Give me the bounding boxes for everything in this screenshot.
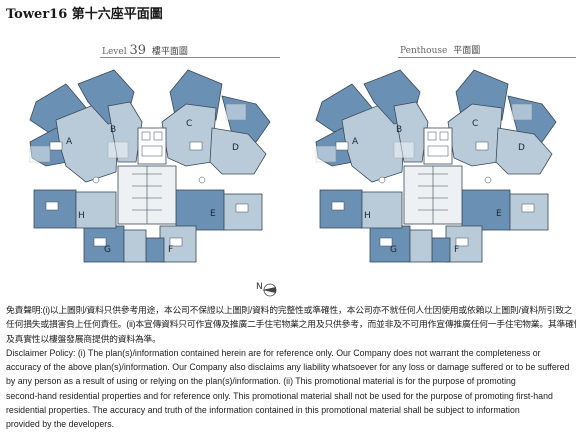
floor-plan-penthouse: A B C D E F G H: [315, 69, 557, 263]
unit-f-room: [431, 237, 451, 263]
unit-label-e: E: [496, 209, 502, 219]
unit-label-e: E: [210, 209, 216, 219]
building-logo-icon: [107, 141, 129, 159]
unit-label-b: B: [396, 125, 402, 135]
floor-plan-drawing: [29, 69, 271, 263]
unit-label-c: C: [472, 119, 478, 129]
unit-labels: A B C D E F G H: [66, 119, 239, 255]
disclaimer-en-line: by any person as a result of using or re…: [6, 376, 516, 387]
unit-label-d: D: [518, 143, 525, 153]
unit-d-room: [507, 95, 557, 143]
unit-h-room: [75, 191, 117, 229]
unit-label-a: A: [66, 137, 73, 147]
unit-label-h: H: [78, 211, 85, 221]
unit-e-room: [175, 189, 225, 231]
plan-heading-cn: 平面圖: [453, 46, 481, 56]
floor-plan-drawing: [315, 69, 557, 263]
unit-label-d: D: [232, 143, 239, 153]
disclaimer-en-line: second-hand residential properties and f…: [6, 390, 553, 401]
unit-label-b: B: [110, 125, 116, 135]
disclaimer-en-line: residential properties. The accuracy and…: [6, 405, 520, 416]
plan-heading-level-39: Level 39 樓平面圖: [102, 43, 188, 58]
plan-heading-penthouse: Penthouse 平面圖: [400, 43, 480, 56]
unit-label-a: A: [352, 137, 359, 147]
disclaimer-en-line: Disclaimer Policy: (i) The plan(s)/infor…: [6, 347, 541, 358]
page-title: Tower16 第十六座平面圖: [6, 7, 163, 22]
plan-heading-rule: [398, 57, 576, 58]
building-logo-icon: [315, 145, 337, 163]
plan-heading-prefix: Level: [102, 47, 127, 57]
disclaimer-cn-line: 免責聲明:(i)以上圖則/資料只供參考用途，本公司不保證以上圖則/資料的完整性或…: [6, 305, 573, 315]
unit-c-room: [447, 103, 503, 167]
disclaimer: 免責聲明:(i)以上圖則/資料只供參考用途，本公司不保證以上圖則/資料的完整性或…: [6, 303, 576, 432]
north-label: N: [256, 282, 263, 292]
plan-heading-number: 39: [129, 43, 147, 58]
building-logo-icon: [225, 103, 247, 121]
plan-heading-rule: [100, 57, 280, 58]
unit-c-room: [161, 103, 217, 167]
disclaimer-en-line: accuracy of the above plan(s)/informatio…: [6, 362, 570, 373]
unit-g-room: [409, 229, 433, 263]
unit-label-h: H: [364, 211, 371, 221]
disclaimer-en-line: provided by the developers.: [6, 419, 115, 430]
unit-labels: A B C D E F G H: [352, 119, 525, 255]
unit-d-room: [495, 127, 553, 175]
building-logo-icon: [393, 141, 415, 159]
unit-e-room: [223, 193, 263, 231]
watermark-stamps: [315, 103, 533, 163]
plan-heading-prefix: Penthouse: [400, 46, 448, 56]
unit-label-g: G: [390, 245, 397, 255]
unit-e-room: [461, 189, 511, 231]
watermark-stamps: [29, 103, 247, 163]
north-arrow-icon: [262, 283, 277, 297]
unit-f-room: [145, 237, 165, 263]
floor-plan-level-39: A B C D E F G H: [29, 69, 271, 263]
building-logo-icon: [29, 145, 51, 163]
unit-label-c: C: [186, 119, 192, 129]
plan-heading-cn: 樓平面圖: [151, 47, 188, 57]
unit-label-g: G: [104, 245, 111, 255]
unit-label-f: F: [454, 245, 459, 255]
unit-g-room: [123, 229, 147, 263]
disclaimer-cn-line: 及真實性以樓盤發展商提供的資料為準。: [6, 333, 161, 344]
unit-d-room: [209, 127, 267, 175]
unit-label-f: F: [168, 245, 173, 255]
unit-h-room: [361, 191, 403, 229]
unit-d-room: [221, 95, 271, 143]
building-logo-icon: [511, 103, 533, 121]
disclaimer-cn-line: 任何損失或損害負上任何責任。(ii)本宣傳資料只可作宣傳及推廣二手住宅物業之用及…: [6, 319, 576, 330]
